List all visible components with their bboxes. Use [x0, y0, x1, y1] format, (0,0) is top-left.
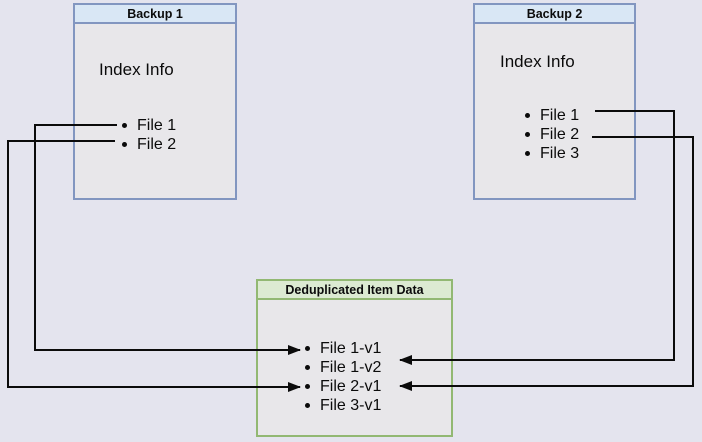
backup1-subtitle: Index Info: [99, 60, 174, 79]
backup1-title: Backup 1: [127, 6, 183, 21]
list-item: File 2-v1: [305, 377, 381, 396]
dedup-item-file2-v1: File 2-v1: [320, 377, 382, 395]
backup1-header: Backup 1: [75, 5, 235, 24]
backup1-box: Backup 1: [73, 3, 237, 200]
bullet-icon: [525, 113, 530, 118]
dedup-item-file3-v1: File 3-v1: [320, 396, 382, 414]
backup1-file-2: File 2: [137, 135, 177, 153]
bullet-icon: [122, 123, 127, 128]
backup2-header: Backup 2: [475, 5, 634, 24]
backup1-file-1: File 1: [137, 116, 177, 134]
bullet-icon: [305, 346, 310, 351]
dedup-item-file1-v2: File 1-v2: [320, 358, 382, 376]
bullet-icon: [305, 365, 310, 370]
bullet-icon: [525, 132, 530, 137]
backup1-file-list: File 1 File 2: [122, 116, 176, 154]
list-item: File 1: [525, 106, 579, 125]
list-item: File 3-v1: [305, 396, 381, 415]
backup2-title: Backup 2: [526, 6, 583, 21]
dedup-title: Deduplicated Item Data: [285, 282, 424, 297]
list-item: File 1-v1: [305, 339, 381, 358]
list-item: File 1: [122, 116, 176, 135]
backup2-file-3: File 3: [540, 144, 580, 162]
backup2-file-1: File 1: [540, 106, 580, 124]
list-item: File 2: [122, 135, 176, 154]
list-item: File 1-v2: [305, 358, 381, 377]
bullet-icon: [305, 384, 310, 389]
dedup-header: Deduplicated Item Data: [258, 281, 451, 300]
bullet-icon: [305, 403, 310, 408]
list-item: File 2: [525, 125, 579, 144]
bullet-icon: [525, 151, 530, 156]
backup2-file-list: File 1 File 2 File 3: [525, 106, 579, 163]
bullet-icon: [122, 142, 127, 147]
dedup-item-file1-v1: File 1-v1: [320, 339, 382, 357]
backup2-file-2: File 2: [540, 125, 580, 143]
backup2-box: Backup 2: [473, 3, 636, 200]
dedup-item-list: File 1-v1 File 1-v2 File 2-v1 File 3-v1: [305, 339, 381, 415]
backup2-subtitle: Index Info: [500, 52, 575, 71]
list-item: File 3: [525, 144, 579, 163]
